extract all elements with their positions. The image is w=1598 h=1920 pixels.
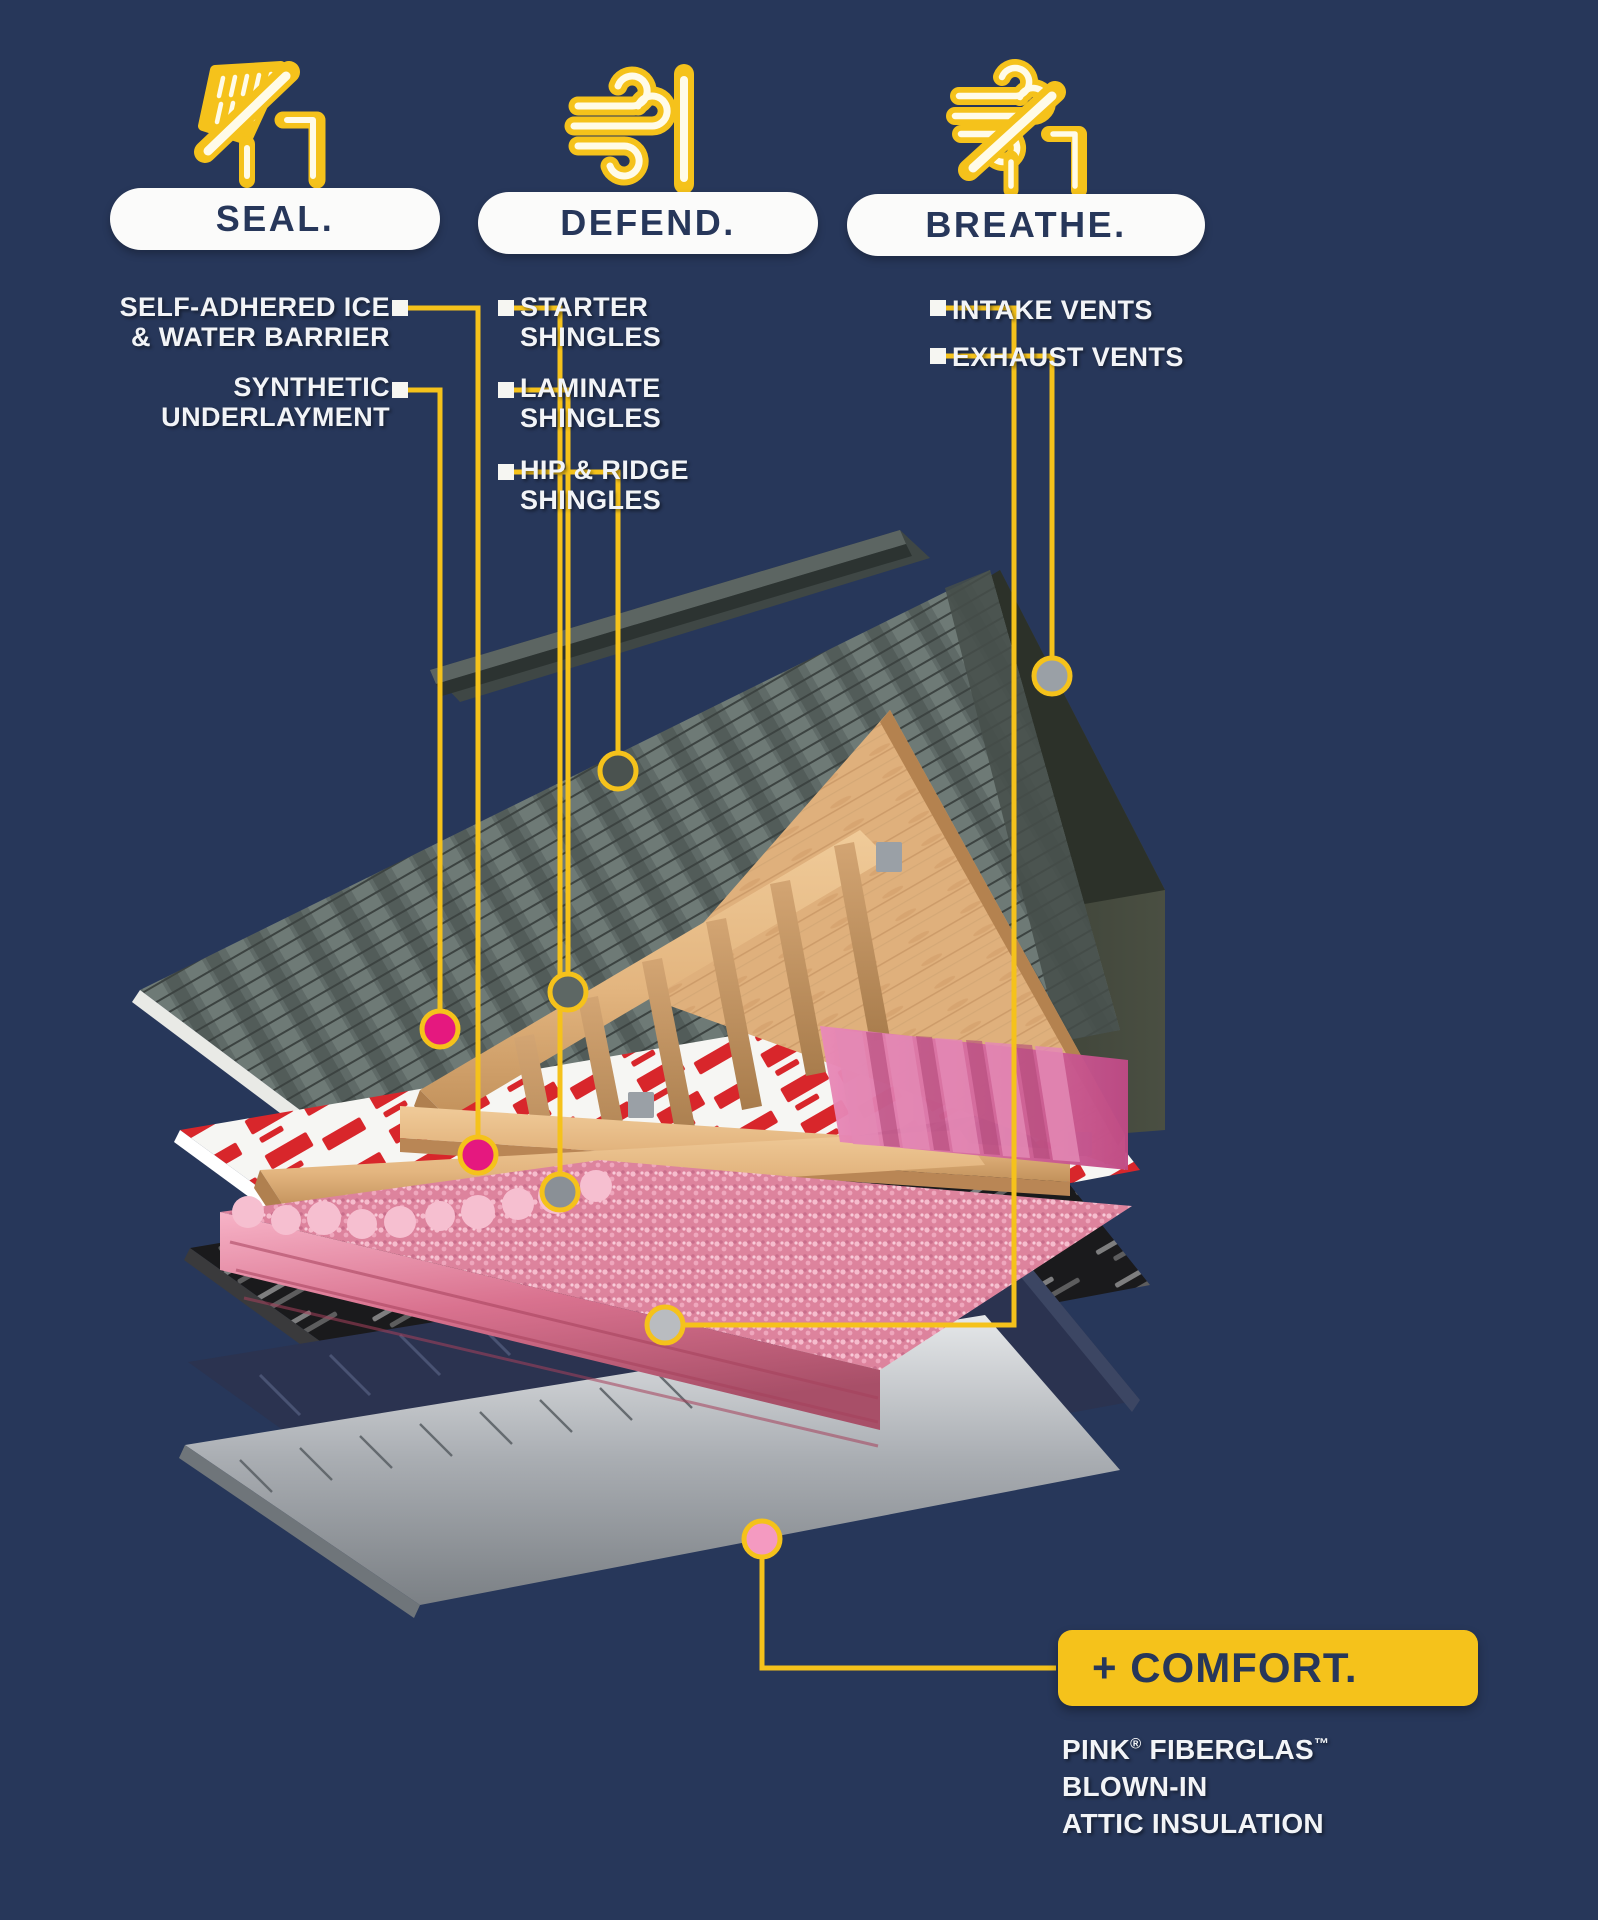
- callout-synthetic-underlayment: SYNTHETIC UNDERLAYMENT: [161, 372, 390, 433]
- comfort-brand-fiberglas: FIBERGLAS: [1141, 1734, 1315, 1765]
- comfort-brand-pink: PINK: [1062, 1734, 1131, 1765]
- comfort-product-description: PINK® FIBERGLAS™ BLOWN-IN ATTIC INSULATI…: [1062, 1732, 1522, 1843]
- registered-mark-icon: ®: [1130, 1735, 1142, 1753]
- drip-edge-intake-vent-layer: [179, 1315, 1120, 1618]
- callout-hip-ridge-shingles: HIP & RIDGE SHINGLES: [520, 455, 689, 516]
- exploded-roof-illustration: [132, 530, 1165, 1618]
- callout-exhaust-vents: EXHAUST VENTS: [952, 342, 1184, 372]
- callout-ice-water-barrier: SELF-ADHERED ICE & WATER BARRIER: [119, 292, 390, 353]
- comfort-line-3: ATTIC INSULATION: [1062, 1807, 1324, 1839]
- trademark-mark-icon: ™: [1314, 1735, 1330, 1753]
- pillar-defend-label: DEFEND.: [478, 192, 818, 254]
- pillar-breathe-label: BREATHE.: [847, 194, 1205, 256]
- wind-barrier-icon: [560, 62, 710, 194]
- callout-starter-shingles: STARTER SHINGLES: [520, 292, 662, 353]
- callout-laminate-shingles: LAMINATE SHINGLES: [520, 373, 662, 434]
- pillar-seal-label: SEAL.: [110, 188, 440, 250]
- callout-intake-vents: INTAKE VENTS: [952, 295, 1153, 325]
- comfort-line-1: PINK® FIBERGLAS™: [1062, 1732, 1522, 1769]
- comfort-badge: + COMFORT.: [1058, 1630, 1478, 1706]
- comfort-line-2: BLOWN-IN: [1062, 1770, 1208, 1802]
- wind-vent-roof-icon: [945, 58, 1095, 198]
- shingle-slope-icon: [185, 52, 335, 192]
